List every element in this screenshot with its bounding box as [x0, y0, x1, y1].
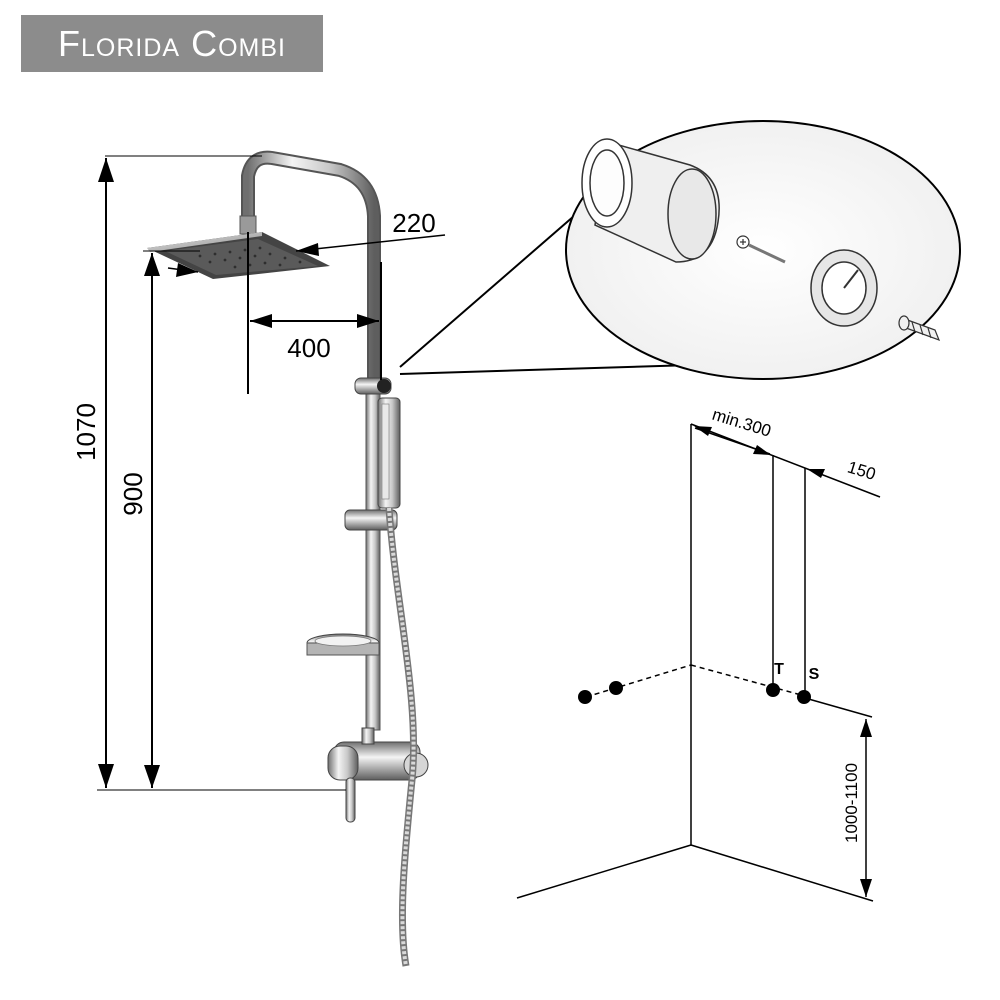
dimension-lines	[97, 155, 446, 791]
wall-plug-part	[898, 315, 941, 342]
product-title: Florida Combi	[58, 23, 286, 64]
outlet-t-label: T	[774, 661, 784, 678]
shower-assembly	[147, 150, 429, 967]
screw-part	[736, 235, 786, 264]
outlet-s-label: S	[809, 666, 820, 683]
dim-head-size-label: 220	[392, 208, 435, 238]
title-banner: Florida Combi	[21, 15, 323, 72]
outlet-dot-t	[766, 683, 780, 697]
slide-holder	[344, 509, 398, 531]
dim-mixer-to-head-label: 900	[118, 472, 148, 515]
mounting-detail-callout	[399, 120, 961, 380]
installation-diagram	[516, 423, 881, 902]
soap-dish	[306, 633, 380, 656]
outlet-points	[578, 681, 811, 704]
cover-ring-part	[810, 249, 878, 327]
outlet-dot	[609, 681, 623, 695]
height-range-label: 1000-1100	[842, 763, 861, 843]
dim-total-height-label: 1070	[71, 403, 101, 461]
outlet-dot-s	[797, 690, 811, 704]
rain-shower-head	[147, 232, 330, 279]
wall-bracket-part	[581, 138, 720, 263]
offset-label: 150	[845, 458, 878, 484]
dim-arm-reach-label: 400	[287, 333, 330, 363]
hand-shower	[377, 397, 401, 509]
outlet-dot	[578, 690, 592, 704]
thermostatic-mixer	[327, 727, 429, 823]
